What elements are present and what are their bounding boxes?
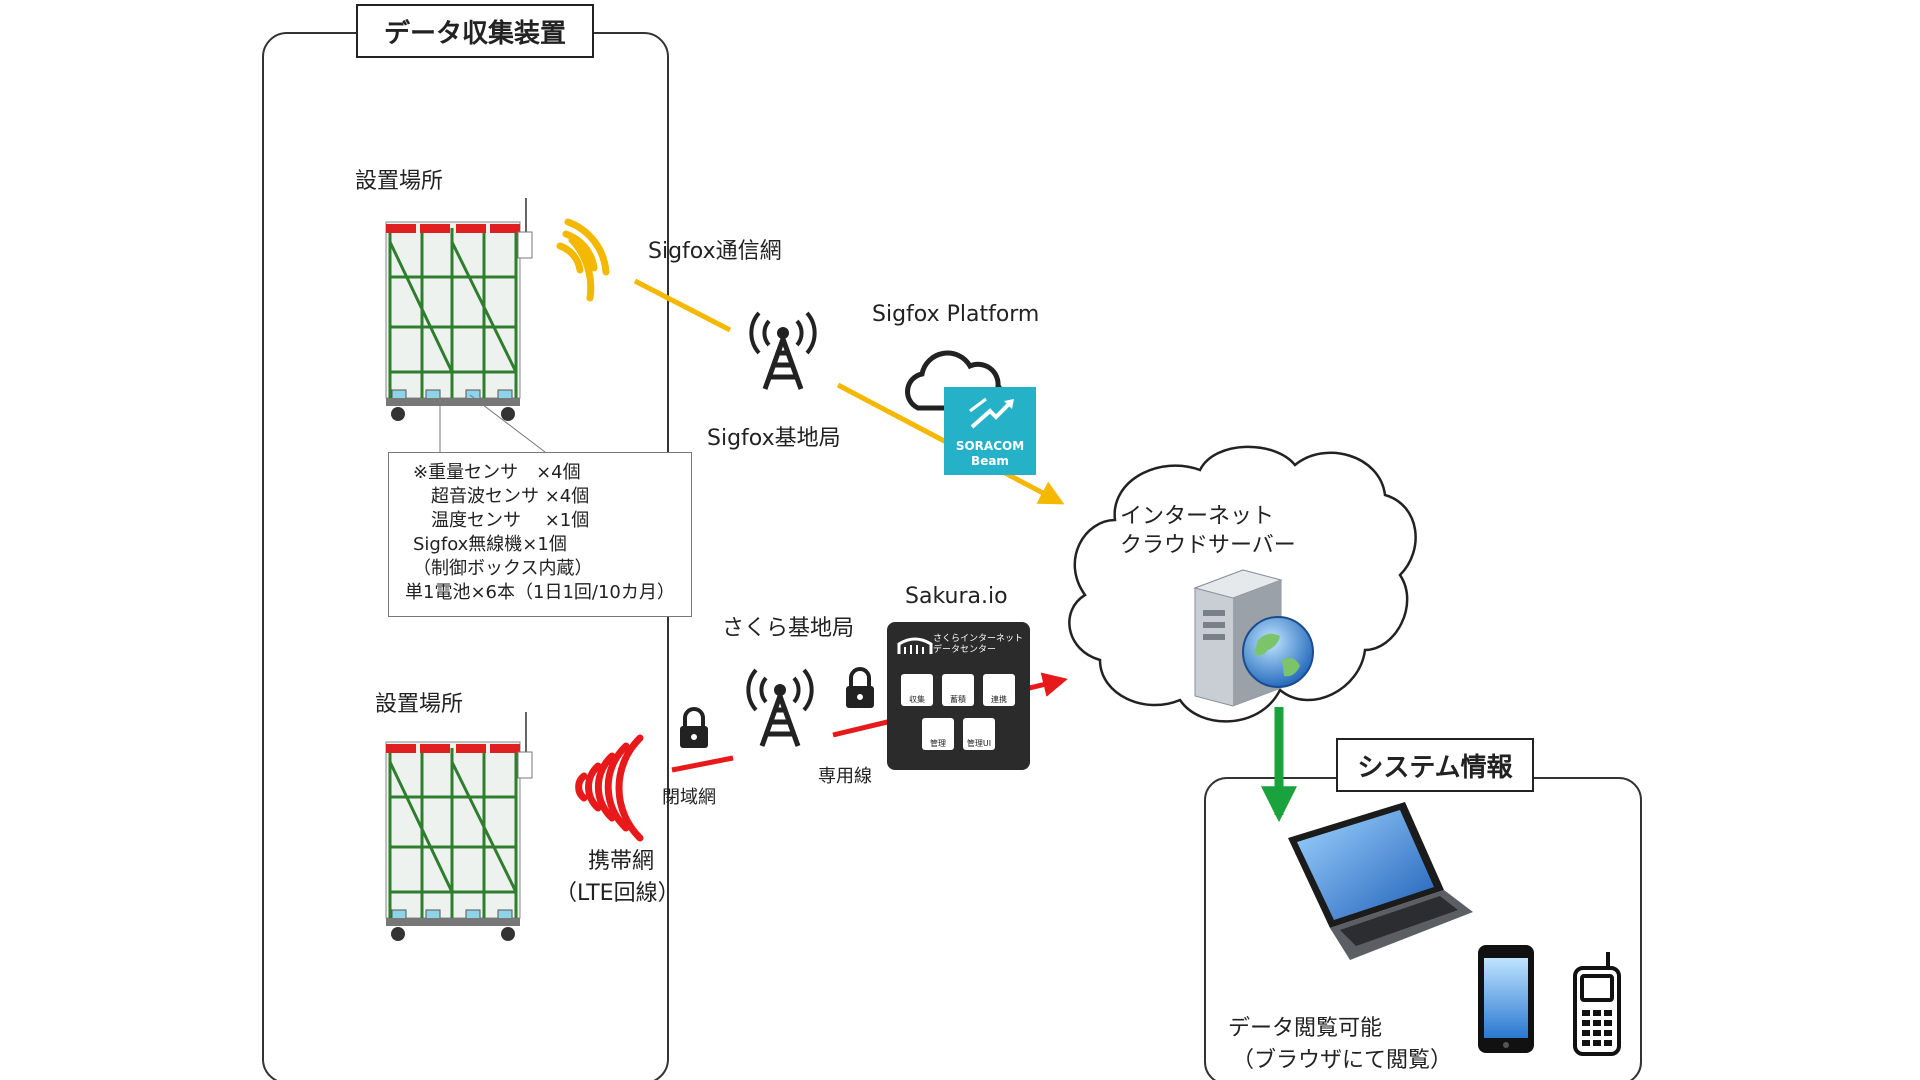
antenna-tower-icon — [746, 668, 814, 747]
dedicated-line-label: 専用線 — [818, 766, 872, 787]
store-tile: 蓄積 — [942, 674, 974, 706]
datacenter-logo-icon — [897, 637, 933, 654]
callout-line: 温度センサ ×1個 — [413, 510, 590, 531]
sigfox-link-line — [633, 278, 732, 333]
callout-line: 単1電池×6本（1日1回/10カ月） — [405, 582, 675, 603]
lte-signal-icon — [575, 734, 644, 842]
datacenter-line2: データセンター — [933, 645, 997, 655]
soracom-beam-icon: SORACOM Beam — [944, 387, 1036, 475]
callout-line: Sigfox無線機×1個 — [413, 534, 567, 555]
soracom-label: SORACOM — [955, 439, 1025, 453]
tile-label: 管理 — [930, 739, 946, 748]
manage-tile: 管理 — [922, 718, 954, 750]
laptop-icon — [1288, 802, 1473, 960]
datacenter-line1: さくらインターネット — [933, 634, 1024, 644]
callout-line: ※重量センサ ×4個 — [413, 462, 581, 483]
data-collection-title: データ収集装置 — [356, 4, 594, 58]
sigfox-signal-icon — [556, 218, 610, 302]
datacenter-logo-text: さくらインターネット データセンター — [933, 634, 1023, 656]
tile-label: 蓄積 — [950, 695, 966, 704]
site-label: 設置場所 — [375, 692, 464, 717]
sigfox-platform-label: Sigfox Platform — [872, 302, 1040, 327]
sakura-io-label: Sakura.io — [905, 584, 1008, 609]
smartphone-icon — [1478, 945, 1534, 1053]
soracom-beam-arrow-icon — [969, 397, 1014, 429]
callout-line: （制御ボックス内蔵） — [413, 558, 593, 579]
collect-tile: 収集 — [901, 674, 933, 706]
sensor-spec-callout: ※重量センサ ×4個 超音波センサ ×4個 温度センサ ×1個 Sigfox無線… — [388, 452, 692, 617]
roll-cage-icon — [385, 712, 533, 941]
mobile-network-label: 携帯網 — [588, 849, 655, 874]
cloud-server-label: クラウドサーバー — [1120, 533, 1296, 558]
lock-icon — [846, 667, 874, 708]
globe-icon — [1242, 616, 1314, 688]
sakura-base-station-label: さくら基地局 — [722, 616, 855, 641]
site-label: 設置場所 — [355, 169, 444, 194]
internet-label: インターネット — [1120, 504, 1275, 529]
lte-line-label: （LTE回線） — [555, 881, 680, 906]
sigfox-network-label: Sigfox通信網 — [648, 239, 782, 264]
tile-label: 連携 — [991, 695, 1007, 704]
sakura-datacenter-icon: さくらインターネット データセンター 収集 蓄積 連携 管理 管理UI — [887, 622, 1030, 770]
sigfox-base-station-label: Sigfox基地局 — [707, 426, 841, 451]
soracom-beam-label: Beam — [971, 454, 1009, 468]
closed-network-label: 閉域網 — [662, 787, 716, 808]
callout-line: 超音波センサ ×4個 — [413, 486, 590, 507]
roll-cage-icon — [385, 198, 533, 421]
link-tile: 連携 — [983, 674, 1015, 706]
tile-label: 収集 — [909, 695, 925, 704]
antenna-tower-icon — [749, 311, 817, 390]
system-info-title: システム情報 — [1336, 738, 1534, 792]
lte-link-line — [671, 755, 734, 773]
manage-ui-tile: 管理UI — [963, 718, 995, 750]
lock-icon — [680, 707, 708, 748]
browser-view-label: （ブラウザにて閲覧） — [1232, 1048, 1453, 1073]
tile-label: 管理UI — [966, 739, 992, 748]
data-viewable-label: データ閲覧可能 — [1228, 1016, 1383, 1041]
feature-phone-icon — [1573, 952, 1621, 1056]
